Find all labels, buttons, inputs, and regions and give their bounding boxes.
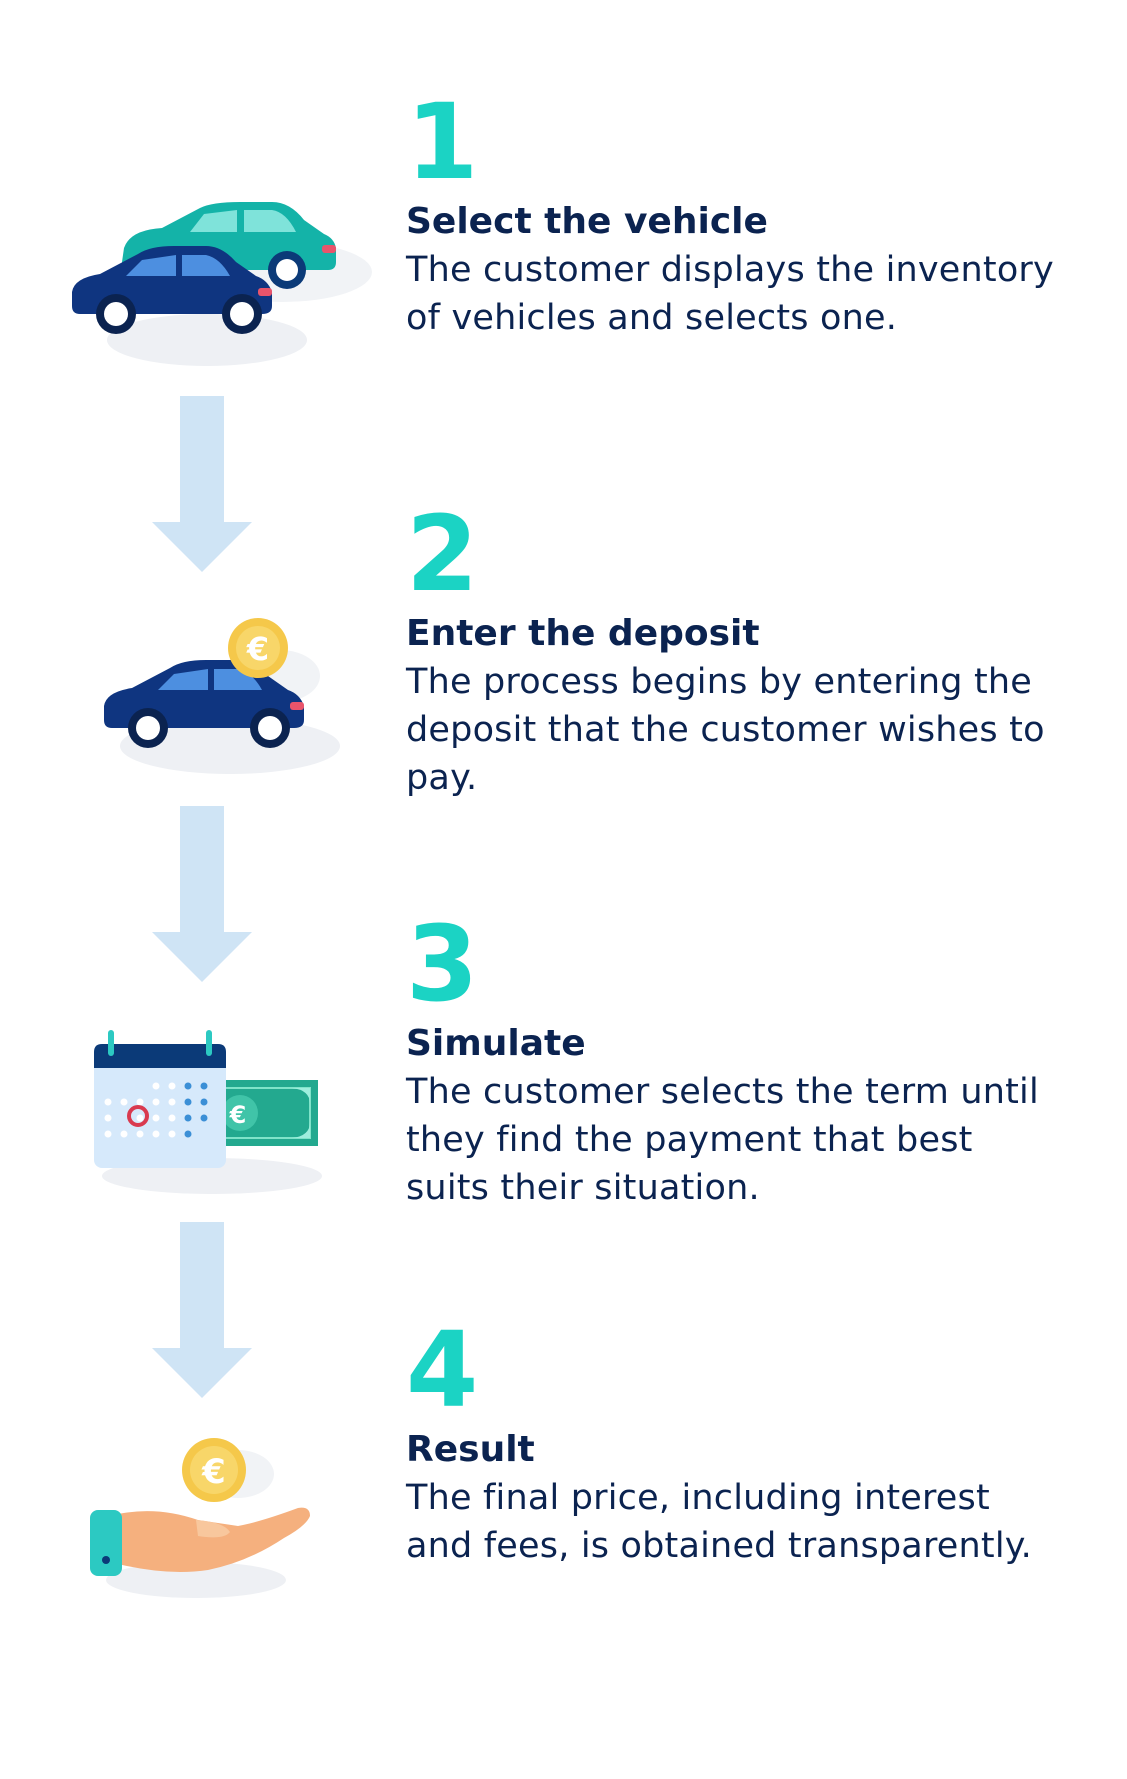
step-number: 1 bbox=[406, 81, 478, 203]
arrow-down-icon bbox=[152, 396, 252, 572]
step-description: The process begins by entering the depos… bbox=[406, 662, 1045, 798]
car-with-coin-icon: € bbox=[104, 618, 340, 774]
two-cars-icon bbox=[72, 202, 372, 366]
currency-symbol: € bbox=[229, 1101, 247, 1129]
step-number: 3 bbox=[406, 903, 478, 1025]
step-4: 4 Result The final price, including inte… bbox=[406, 1318, 1066, 1570]
step-description: The final price, including interest and … bbox=[406, 1478, 1032, 1566]
currency-symbol: € bbox=[246, 630, 269, 668]
step-number: 2 bbox=[406, 493, 478, 615]
currency-symbol: € bbox=[201, 1452, 226, 1492]
step-number: 4 bbox=[406, 1309, 478, 1431]
arrow-down-icon bbox=[152, 1222, 252, 1398]
step-title: Result bbox=[406, 1429, 535, 1470]
step-description: The customer displays the inventory of v… bbox=[406, 250, 1054, 338]
arrow-down-icon bbox=[152, 806, 252, 982]
step-description: The customer selects the term until they… bbox=[406, 1072, 1039, 1208]
step-1: 1 Select the vehicle The customer displa… bbox=[406, 90, 1066, 342]
step-title: Select the vehicle bbox=[406, 201, 768, 242]
step-2: 2 Enter the deposit The process begins b… bbox=[406, 502, 1066, 802]
step-title: Enter the deposit bbox=[406, 613, 760, 654]
step-3: 3 Simulate The customer selects the term… bbox=[406, 912, 1066, 1212]
hand-coin-icon: € bbox=[90, 1438, 310, 1598]
step-title: Simulate bbox=[406, 1023, 586, 1064]
calendar-banknote-icon: € bbox=[94, 1030, 322, 1194]
